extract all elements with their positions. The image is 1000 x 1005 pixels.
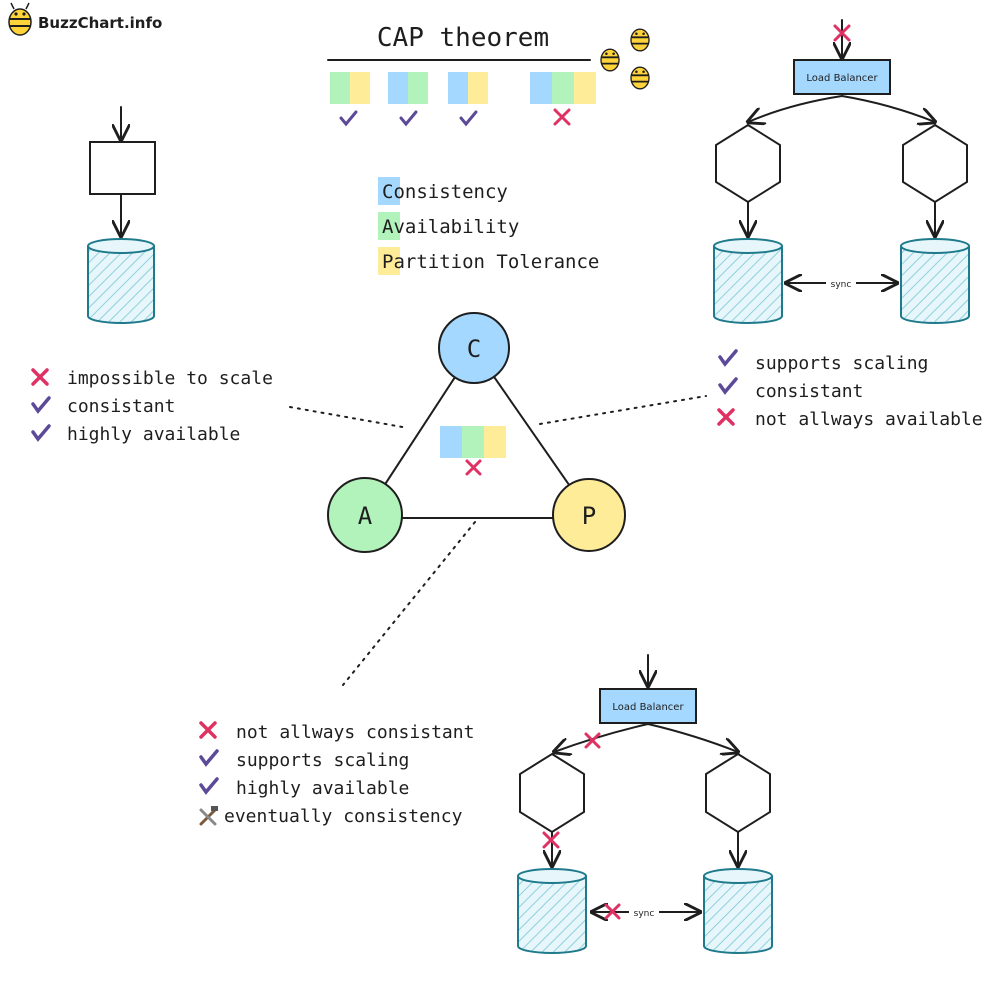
combo-ca bbox=[330, 72, 370, 127]
swatch-availability bbox=[330, 72, 350, 104]
left-points: impossible to scale consistant highly av… bbox=[31, 368, 273, 445]
arrow-lb-right bbox=[647, 723, 738, 752]
service-node-right bbox=[902, 123, 968, 204]
service-node-left bbox=[519, 752, 585, 834]
arrow-lb-right bbox=[841, 95, 935, 122]
bee-icon bbox=[630, 66, 650, 90]
arrow-lb-left bbox=[748, 95, 843, 122]
bee-icon bbox=[630, 28, 650, 52]
swatch-consistency bbox=[448, 72, 468, 104]
load-balancer: Load Balancer bbox=[793, 59, 891, 95]
combo-center bbox=[440, 426, 506, 476]
sync-label: sync bbox=[831, 280, 852, 290]
swatch-consistency bbox=[440, 426, 462, 458]
swatch-availability bbox=[462, 426, 484, 458]
tools-icon bbox=[199, 806, 218, 826]
connector-bottom bbox=[342, 521, 476, 686]
bee-icon bbox=[600, 48, 620, 72]
combo-cp bbox=[388, 72, 428, 127]
cross-icon bbox=[604, 903, 621, 920]
check-icon bbox=[718, 349, 738, 367]
swatch-partition bbox=[574, 72, 596, 104]
check-icon bbox=[399, 110, 418, 127]
service-node-left bbox=[715, 123, 781, 204]
database-icon bbox=[703, 868, 773, 954]
bee-icon bbox=[8, 2, 32, 36]
right-point-3: not allways available bbox=[755, 409, 983, 430]
cross-icon bbox=[833, 24, 851, 42]
connector-left bbox=[289, 406, 409, 429]
right-point-1: supports scaling bbox=[755, 353, 928, 374]
cross-icon bbox=[542, 831, 560, 849]
sync-label: sync bbox=[634, 909, 655, 919]
bottom-point-1: not allways consistant bbox=[236, 722, 474, 743]
legend-swatch-availability bbox=[378, 212, 400, 240]
legend-label-partition: Partition Tolerance bbox=[382, 251, 599, 273]
diagram-title: CAP theorem bbox=[377, 23, 549, 53]
combo-cap bbox=[530, 72, 596, 126]
bottom-point-2: supports scaling bbox=[236, 750, 409, 771]
arrow-lb-left bbox=[554, 723, 649, 752]
legend-swatch-consistency bbox=[378, 177, 400, 205]
check-icon bbox=[459, 110, 478, 127]
cross-icon bbox=[717, 408, 735, 426]
cross-icon bbox=[199, 721, 217, 739]
right-scenario: Load Balancer sync bbox=[713, 19, 970, 324]
swatch-availability bbox=[408, 72, 428, 104]
database-icon bbox=[900, 238, 970, 324]
left-point-1: impossible to scale bbox=[67, 368, 273, 389]
server-box bbox=[89, 141, 156, 195]
cross-icon bbox=[31, 368, 49, 386]
swatch-partition bbox=[468, 72, 488, 104]
legend-label-availability: Availability bbox=[382, 216, 519, 238]
check-icon bbox=[31, 424, 51, 442]
node-c: C bbox=[438, 312, 510, 384]
check-icon bbox=[199, 777, 219, 795]
cross-icon bbox=[465, 459, 482, 476]
check-icon bbox=[199, 749, 219, 767]
database-icon bbox=[517, 868, 587, 954]
brand-name: BuzzChart.info bbox=[38, 14, 162, 32]
check-icon bbox=[718, 377, 738, 395]
legend-swatch-partition bbox=[378, 247, 400, 275]
swatch-consistency bbox=[388, 72, 408, 104]
legend-label-consistency: Consistency bbox=[382, 181, 508, 203]
swatch-partition bbox=[484, 426, 506, 458]
right-points: supports scaling consistant not allways … bbox=[717, 349, 983, 430]
node-p: P bbox=[552, 478, 626, 552]
brand[interactable]: BuzzChart.info bbox=[8, 2, 162, 36]
legend: Consistency Availability Partition Toler… bbox=[378, 177, 599, 275]
right-point-2: consistant bbox=[755, 381, 863, 402]
swatch-availability bbox=[552, 72, 574, 104]
connector-right bbox=[539, 395, 707, 425]
database-icon bbox=[713, 238, 783, 324]
database-icon bbox=[87, 238, 155, 324]
load-balancer: Load Balancer bbox=[599, 688, 697, 724]
cross-icon bbox=[553, 108, 571, 126]
bottom-point-4: eventually consistency bbox=[224, 806, 463, 827]
cross-icon bbox=[584, 732, 601, 749]
cap-triangle: C A P bbox=[327, 312, 626, 553]
node-c-label: C bbox=[467, 335, 481, 363]
load-balancer-label: Load Balancer bbox=[806, 73, 878, 84]
check-icon bbox=[339, 110, 358, 127]
left-point-2: consistant bbox=[67, 396, 175, 417]
load-balancer-label: Load Balancer bbox=[612, 702, 684, 713]
bottom-scenario: Load Balancer sync bbox=[517, 654, 773, 954]
check-icon bbox=[31, 396, 51, 414]
left-scenario bbox=[87, 106, 156, 324]
bottom-points: not allways consistant supports scaling … bbox=[199, 721, 474, 827]
swatch-partition bbox=[350, 72, 370, 104]
node-p-label: P bbox=[582, 502, 596, 530]
node-a-label: A bbox=[358, 502, 373, 530]
service-node-right bbox=[705, 752, 771, 834]
swatch-consistency bbox=[530, 72, 552, 104]
bottom-point-3: highly available bbox=[236, 778, 409, 799]
combo-ap bbox=[448, 72, 488, 127]
left-point-3: highly available bbox=[67, 424, 240, 445]
node-a: A bbox=[327, 477, 403, 553]
